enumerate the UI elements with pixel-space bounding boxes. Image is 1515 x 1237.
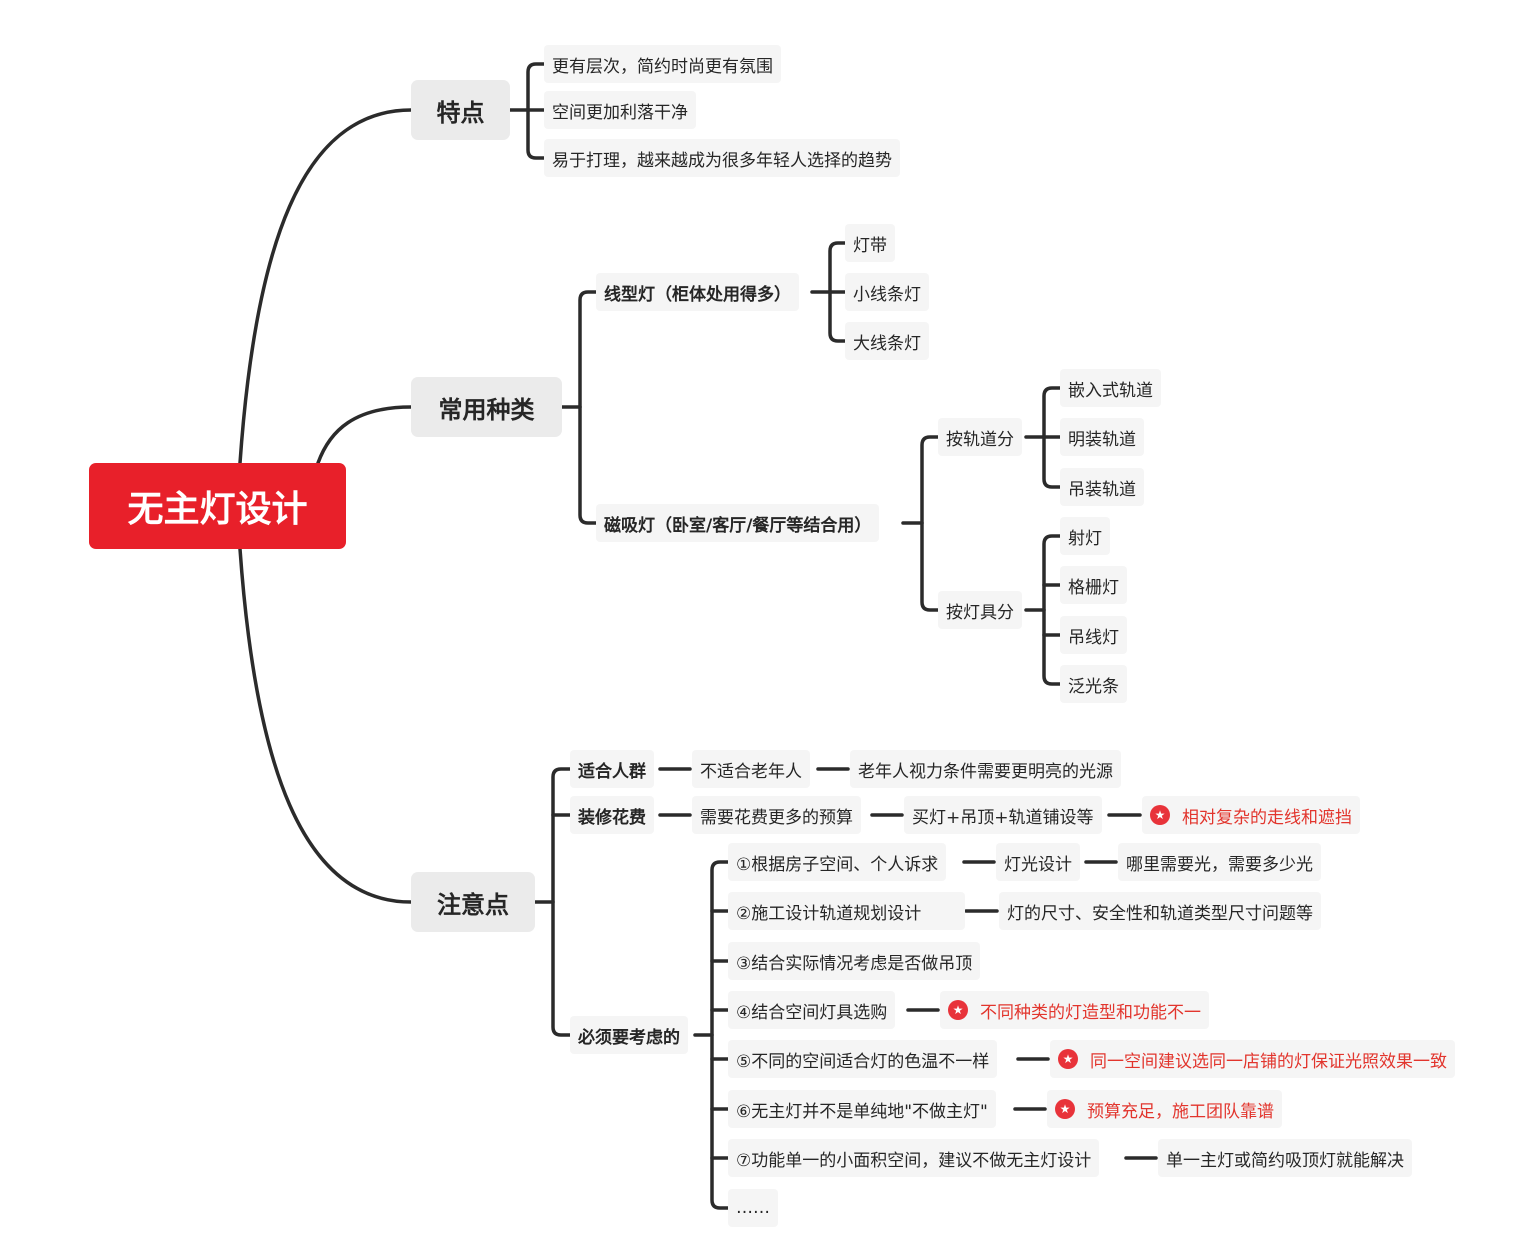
topic-must-consider[interactable]: 必须要考虑的 <box>570 1016 688 1054</box>
track-item[interactable]: 吊装轨道 <box>1060 468 1144 506</box>
topic-by-fixture[interactable]: 按灯具分 <box>938 591 1022 629</box>
star-circle-icon: ★ <box>1055 1099 1075 1119</box>
star-circle-icon: ★ <box>1058 1049 1078 1069</box>
fixture-item[interactable]: 泛光条 <box>1060 665 1127 703</box>
consider-item-5[interactable]: ⑤不同的空间适合灯的色温不一样 <box>728 1040 998 1078</box>
consider-item-3[interactable]: ③结合实际情况考虑是否做吊顶 <box>728 942 981 980</box>
feature-item[interactable]: 易于打理，越来越成为很多年轻人选择的趋势 <box>544 139 900 177</box>
track-item[interactable]: 明装轨道 <box>1060 418 1144 456</box>
consider-item-5-highlight[interactable]: ★ 同一空间建议选同一店铺的灯保证光照效果一致 <box>1050 1040 1455 1078</box>
fixture-item[interactable]: 射灯 <box>1060 517 1110 555</box>
consider-item-5-highlight-text: 同一空间建议选同一店铺的灯保证光照效果一致 <box>1090 1051 1447 1072</box>
topic-linear-lights[interactable]: 线型灯（柜体处用得多） <box>596 273 799 311</box>
cost-highlight[interactable]: ★ 相对复杂的走线和遮挡 <box>1142 796 1360 834</box>
topic-types[interactable]: 常用种类 <box>411 377 562 437</box>
feature-item[interactable]: 空间更加利落干净 <box>544 91 696 129</box>
topic-magnetic-lights[interactable]: 磁吸灯（卧室/客厅/餐厅等结合用） <box>596 504 880 542</box>
consider-item-more[interactable]: …… <box>728 1189 778 1227</box>
consider-item-2-detail[interactable]: 灯的尺寸、安全性和轨道类型尺寸问题等 <box>999 892 1321 930</box>
topic-features[interactable]: 特点 <box>411 80 510 140</box>
consider-item-6-highlight[interactable]: ★ 预算充足，施工团队靠谱 <box>1047 1090 1282 1128</box>
consider-item-7[interactable]: ⑦功能单一的小面积空间，建议不做无主灯设计 <box>728 1139 1100 1177</box>
cost-highlight-text: 相对复杂的走线和遮挡 <box>1182 807 1352 828</box>
consider-item-4-highlight[interactable]: ★ 不同种类的灯造型和功能不一 <box>940 991 1209 1029</box>
consider-item-6[interactable]: ⑥无主灯并不是单纯地"不做主灯" <box>728 1090 996 1128</box>
crowd-item[interactable]: 不适合老年人 <box>692 750 810 788</box>
consider-item-6-highlight-text: 预算充足，施工团队靠谱 <box>1087 1101 1274 1122</box>
star-circle-icon: ★ <box>948 1000 968 1020</box>
root-topic[interactable]: 无主灯设计 <box>89 463 346 549</box>
track-item[interactable]: 嵌入式轨道 <box>1060 369 1161 407</box>
consider-item-1-note[interactable]: 哪里需要光，需要多少光 <box>1118 843 1321 881</box>
crowd-reason[interactable]: 老年人视力条件需要更明亮的光源 <box>850 750 1121 788</box>
topic-notes[interactable]: 注意点 <box>411 872 535 932</box>
topic-by-track[interactable]: 按轨道分 <box>938 418 1022 456</box>
consider-item-7-detail[interactable]: 单一主灯或简约吸顶灯就能解决 <box>1158 1139 1412 1177</box>
star-circle-icon: ★ <box>1150 805 1170 825</box>
feature-item[interactable]: 更有层次，简约时尚更有氛围 <box>544 45 781 83</box>
fixture-item[interactable]: 格栅灯 <box>1060 566 1127 604</box>
consider-item-2[interactable]: ②施工设计轨道规划设计 <box>728 892 965 930</box>
topic-renovation-cost[interactable]: 装修花费 <box>570 796 654 834</box>
consider-item-1-detail[interactable]: 灯光设计 <box>996 843 1080 881</box>
consider-item-4-highlight-text: 不同种类的灯造型和功能不一 <box>980 1002 1201 1023</box>
linear-light-item[interactable]: 灯带 <box>845 224 895 262</box>
topic-suitable-crowd[interactable]: 适合人群 <box>570 750 654 788</box>
linear-light-item[interactable]: 小线条灯 <box>845 273 929 311</box>
cost-detail[interactable]: 买灯+吊顶+轨道铺设等 <box>904 796 1102 834</box>
consider-item-4[interactable]: ④结合空间灯具选购 <box>728 991 896 1029</box>
linear-light-item[interactable]: 大线条灯 <box>845 322 929 360</box>
consider-item-1[interactable]: ①根据房子空间、个人诉求 <box>728 843 947 881</box>
cost-item[interactable]: 需要花费更多的预算 <box>692 796 861 834</box>
fixture-item[interactable]: 吊线灯 <box>1060 616 1127 654</box>
